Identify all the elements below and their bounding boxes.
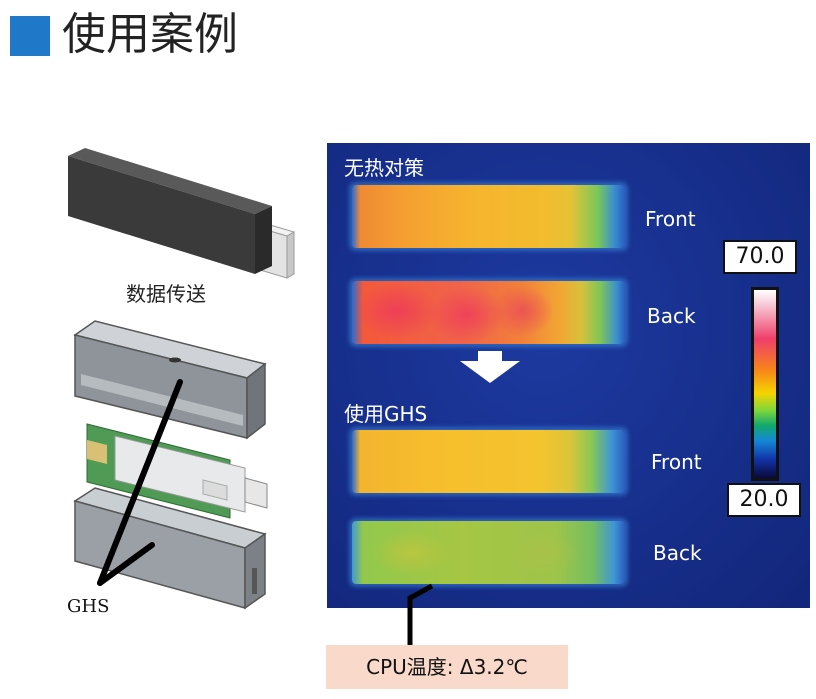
ghs-label: GHS bbox=[67, 596, 110, 617]
thermal-back-no-measure bbox=[352, 281, 625, 344]
data-transfer-caption: 数据传送 bbox=[126, 282, 206, 306]
product-illustration bbox=[68, 148, 296, 610]
no-thermal-measure-heading: 无热对策 bbox=[344, 156, 424, 180]
scale-min-value: 20.0 bbox=[727, 483, 801, 517]
page-title: 使用案例 bbox=[62, 9, 238, 60]
scale-max-value: 70.0 bbox=[723, 240, 797, 274]
back-label-no-measure: Back bbox=[647, 304, 696, 328]
back-label-with-ghs: Back bbox=[653, 541, 702, 565]
thermal-front-no-measure bbox=[352, 185, 625, 248]
thermal-image-panel: 无热对策 Front Back 使用GHS Front Back 70.0 20… bbox=[327, 143, 810, 608]
thermal-front-with-ghs bbox=[352, 430, 625, 493]
down-arrow-icon bbox=[460, 351, 520, 383]
exploded-view-drawing bbox=[73, 320, 268, 610]
thermal-back-with-ghs bbox=[352, 521, 625, 584]
with-ghs-heading: 使用GHS bbox=[344, 402, 428, 426]
cpu-temperature-callout: CPU温度: Δ3.2℃ bbox=[326, 645, 568, 689]
front-label-no-measure: Front bbox=[645, 207, 696, 231]
usb-stick-drawing bbox=[68, 148, 296, 279]
title-accent-square bbox=[10, 16, 50, 56]
temperature-color-scale bbox=[751, 287, 779, 481]
front-label-with-ghs: Front bbox=[651, 450, 702, 474]
